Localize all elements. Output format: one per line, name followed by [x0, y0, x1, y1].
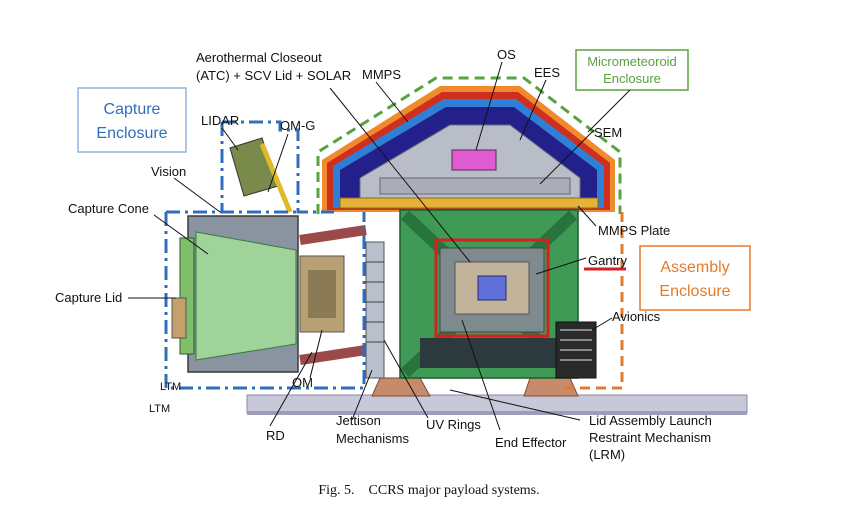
label-avionics: Avionics — [612, 309, 661, 324]
leader-omg — [267, 133, 289, 193]
assembly-label-2: Enclosure — [659, 283, 730, 300]
label-capture-lid: Capture Lid — [55, 290, 122, 305]
label-om: OM — [292, 375, 313, 390]
leader-avionics — [591, 317, 613, 331]
leader-aerothermal — [329, 87, 471, 263]
leader-mmps — [375, 81, 409, 123]
dome-inner-bench — [379, 177, 571, 195]
capture-enclosure-outline — [164, 120, 366, 390]
leader-lrm — [449, 389, 581, 421]
leader-uv-rings — [383, 339, 429, 419]
leader-ees — [519, 79, 547, 141]
leader-capture-cone — [153, 214, 209, 255]
label-ees: EES — [534, 65, 560, 80]
end-effector-core — [477, 275, 507, 301]
micrometeoroid-enclosure-box — [575, 49, 689, 91]
label-mmps-plate: MMPS Plate — [598, 223, 670, 238]
om-module-inner — [308, 270, 336, 318]
capture-enclosure-box — [77, 87, 187, 153]
capture-enclosure-label-1: Capture — [104, 101, 161, 118]
micrometeoroid-enclosure-outline — [316, 76, 622, 214]
gantry-highlight-box — [434, 238, 550, 338]
label-lid-launch-2: Restraint Mechanism — [589, 430, 711, 445]
optical-sensor-window — [451, 149, 497, 171]
strut-lower — [299, 345, 367, 365]
leader-lines — [128, 61, 631, 431]
micrometeoroid-label-2: Enclosure — [603, 71, 661, 86]
label-jettison-2: Mechanisms — [336, 431, 409, 446]
label-rd: RD — [266, 428, 285, 443]
leader-end-effector — [461, 319, 501, 431]
lidar-mount — [259, 143, 293, 213]
mmps-plate-shape — [339, 197, 599, 209]
label-jettison-1: Jettison — [336, 413, 381, 428]
leader-lidar — [221, 127, 239, 151]
capture-cone-shape — [195, 231, 297, 361]
label-gantry: Gantry — [588, 253, 628, 268]
label-vision: Vision — [151, 164, 186, 179]
assembly-label-1: Assembly — [660, 259, 729, 276]
leader-sem — [539, 129, 595, 185]
label-ltm: LTM — [149, 403, 170, 415]
gantry-lower-tray — [420, 338, 560, 368]
strut-upper — [299, 225, 367, 245]
assembly-enclosure-box — [639, 245, 751, 311]
micrometeoroid-label-1: Micrometeoroid — [587, 54, 677, 69]
label-lid-launch-3: (LRM) — [589, 447, 625, 462]
hardware-illustration — [171, 86, 748, 415]
label-end-effector: End Effector — [495, 435, 567, 450]
label-lidar: LIDAR — [201, 113, 239, 128]
capture-enclosure-label-2: Enclosure — [96, 125, 167, 142]
leader-micrometeoroid — [587, 89, 631, 133]
label-mmps: MMPS — [362, 67, 401, 82]
label-sem: SEM — [594, 125, 622, 140]
label-ltm-overlap: LTM — [160, 381, 181, 393]
leader-rd — [269, 351, 313, 427]
lrm-foot-left — [371, 377, 431, 397]
label-capture-cone: Capture Cone — [68, 201, 149, 216]
uv-rings-column — [365, 241, 385, 379]
label-os: OS — [497, 47, 516, 62]
label-om-g: OM-G — [280, 118, 315, 133]
leader-om — [309, 329, 323, 379]
leader-os — [475, 61, 503, 151]
figure-caption: Fig. 5. CCRS major payload systems. — [318, 483, 539, 498]
assembly-enclosure-outline — [560, 212, 624, 390]
leader-mmps-plate — [577, 205, 597, 227]
label-lid-launch-1: Lid Assembly Launch — [589, 413, 712, 428]
base-plate-lip — [247, 411, 747, 415]
base-plate — [246, 394, 748, 414]
leader-jettison — [351, 369, 373, 421]
ltm-box — [171, 297, 187, 339]
label-uv-rings: UV Rings — [426, 417, 481, 432]
leader-gantry — [535, 257, 587, 275]
label-aerothermal-2: (ATC) + SCV Lid + SOLAR — [196, 68, 351, 83]
leader-vision — [173, 177, 221, 213]
label-aerothermal-1: Aerothermal Closeout — [196, 50, 322, 65]
